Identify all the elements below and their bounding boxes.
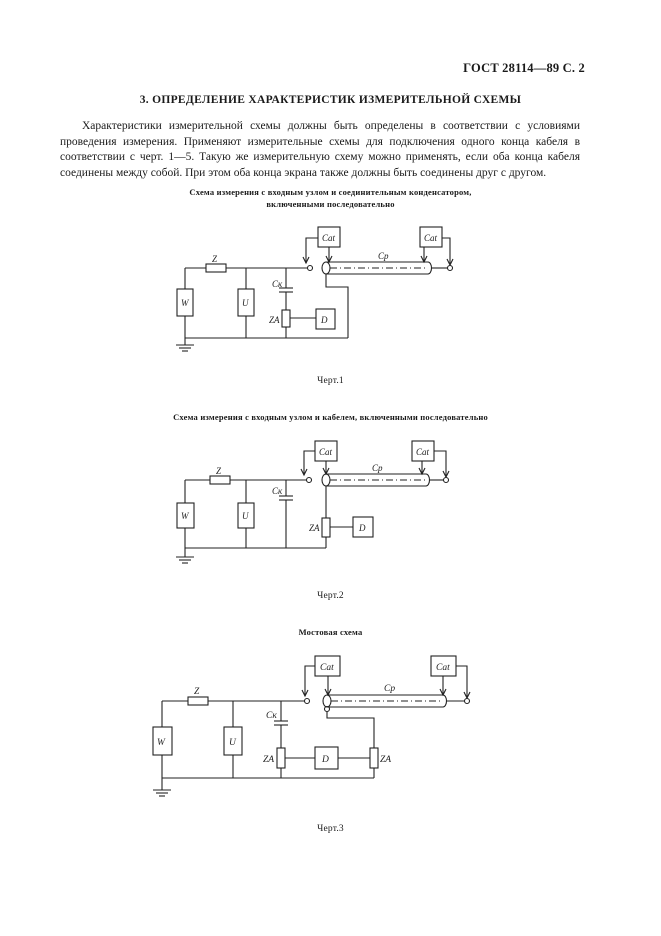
label-w: W — [181, 511, 190, 521]
cat-box-2 — [419, 226, 443, 248]
detector-d — [315, 308, 336, 330]
label-d: D — [358, 523, 366, 533]
label-cat-2: Cat — [424, 233, 438, 243]
label-za: ZA — [309, 523, 320, 533]
figure-3-caption: Мостовая схема — [0, 627, 661, 639]
label-za-1: ZA — [263, 755, 274, 765]
figure-3-caption-line1: Мостовая схема — [298, 627, 363, 637]
label-za-2: ZA — [380, 755, 391, 765]
label-cp: Cp — [372, 463, 383, 473]
body-paragraph: Характеристики измерительной схемы должн… — [60, 119, 580, 181]
label-cat-1: Cat — [319, 447, 333, 457]
resistor-z — [205, 263, 227, 273]
label-cat-2: Cat — [416, 447, 430, 457]
label-cat-1: Cat — [320, 663, 334, 673]
label-u: U — [242, 511, 249, 521]
label-cp: Cp — [384, 684, 395, 694]
impedance-za-1 — [276, 747, 286, 769]
label-u: U — [242, 298, 249, 308]
label-cp: Cp — [378, 251, 389, 261]
label-cat-1: Cat — [322, 233, 336, 243]
label-u: U — [229, 738, 237, 748]
detector-d — [352, 516, 374, 538]
resistor-z — [187, 696, 209, 706]
label-cat-2: Cat — [436, 663, 450, 673]
paragraph-text: Характеристики измерительной схемы должн… — [60, 120, 580, 179]
section-title: 3. ОПРЕДЕЛЕНИЕ ХАРАКТЕРИСТИК ИЗМЕРИТЕЛЬН… — [139, 94, 522, 106]
figure-1-caption: Схема измерения с входным узлом и соедин… — [0, 187, 661, 210]
figure-2-caption-line1: Схема измерения с входным узлом и кабеле… — [173, 412, 488, 422]
label-w: W — [181, 298, 190, 308]
label-d: D — [320, 315, 328, 325]
figure-1-caption-line2: включенными последовательно — [266, 198, 395, 209]
figure-3-label: Черт.3 — [317, 824, 344, 834]
figure-1-caption-line1: Схема измерения с входным узлом и соедин… — [189, 187, 472, 197]
label-z: Z — [216, 466, 222, 476]
figure-2-caption: Схема измерения с входным узлом и кабеле… — [0, 412, 661, 424]
label-ck: Cк — [266, 711, 277, 721]
label-za: ZA — [269, 315, 280, 325]
document-header: ГОСТ 28114—89 С. 2 — [463, 61, 585, 75]
label-z: Z — [194, 687, 200, 697]
label-w: W — [157, 738, 166, 748]
label-ck: Cк — [272, 279, 283, 289]
figure-1-label: Черт.1 — [317, 376, 344, 386]
label-d: D — [321, 755, 329, 765]
label-ck: Cк — [272, 486, 283, 496]
label-z: Z — [212, 254, 218, 264]
impedance-za-2 — [369, 747, 379, 769]
figure-2-label: Черт.2 — [317, 591, 344, 601]
